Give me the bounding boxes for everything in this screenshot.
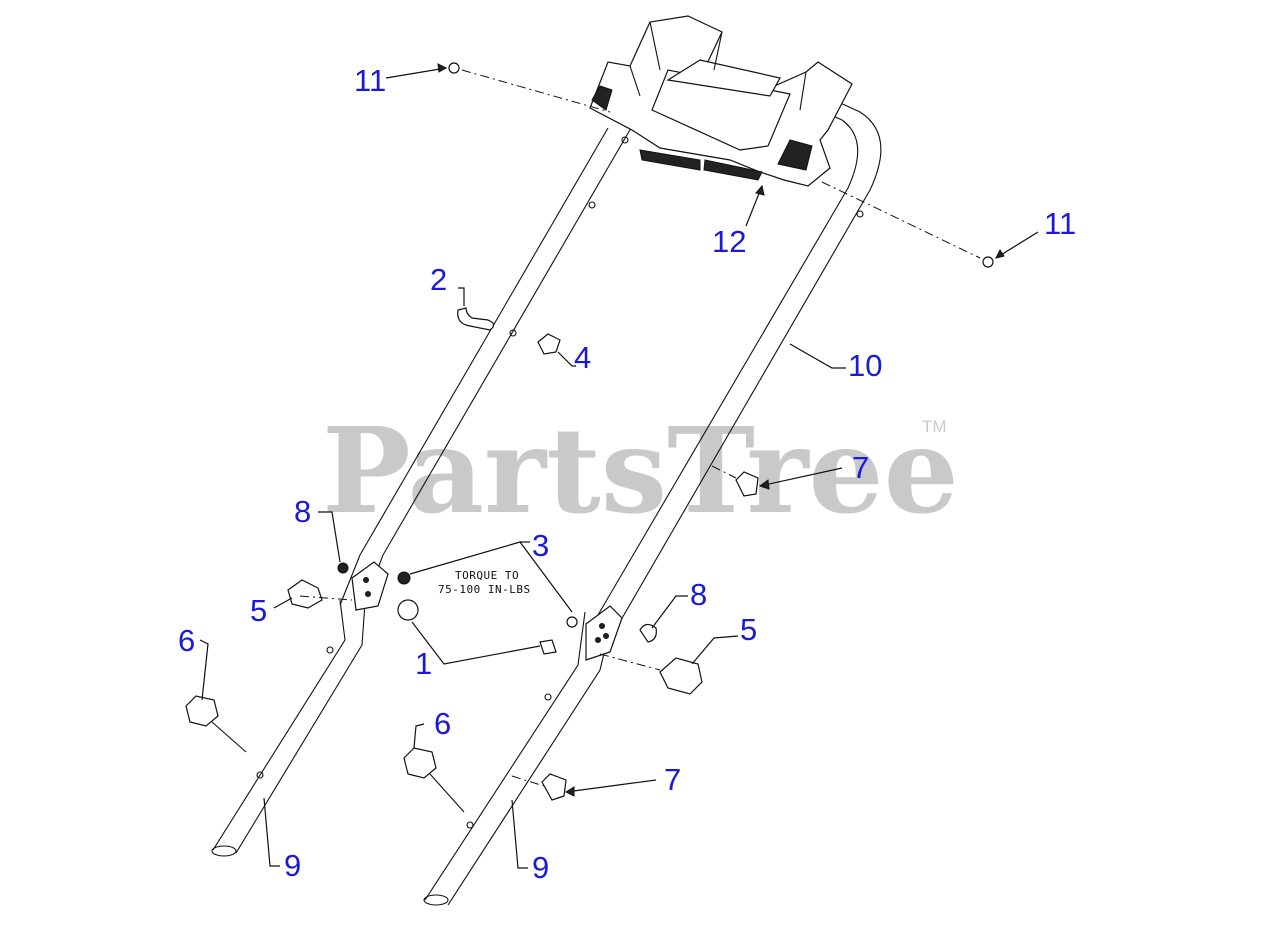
pin-2 (457, 287, 495, 331)
nut-3 (397, 541, 578, 628)
knob-5-right (659, 635, 739, 695)
callout-9-left: 9 (284, 848, 301, 883)
callout-10: 10 (848, 348, 882, 383)
bolt-1 (397, 599, 557, 665)
callout-6-left: 6 (178, 623, 195, 658)
nut-8-right (639, 595, 688, 643)
watermark: PartsTree TM (322, 401, 959, 540)
nut-8-left (318, 511, 349, 574)
leader-12 (745, 184, 765, 227)
callout-3: 3 (532, 528, 549, 563)
torque-note-line1: TORQUE TO (455, 569, 519, 582)
right-lower-tube (423, 611, 613, 906)
callout-7-upper: 7 (852, 450, 869, 485)
callout-2: 2 (430, 262, 447, 297)
torque-note: TORQUE TO 75-100 IN-LBS (438, 569, 531, 596)
watermark-trademark: TM (922, 417, 947, 436)
callout-11-top: 11 (354, 63, 386, 98)
control-panel-housing (589, 15, 853, 187)
leader-10 (789, 343, 846, 369)
bracket-plate-right (585, 605, 623, 661)
callout-9-right: 9 (532, 850, 549, 885)
callout-1: 1 (415, 646, 432, 681)
cable-clip-7-upper (735, 467, 843, 497)
callout-6-right: 6 (434, 706, 451, 741)
tube-holes (256, 136, 864, 829)
left-lower-tube (211, 599, 366, 857)
leader-9-left (263, 797, 280, 867)
knob-bolt-6-left (185, 639, 247, 753)
callout-8-right: 8 (690, 577, 707, 612)
cable-clip-7-lower (541, 773, 657, 801)
callout-4: 4 (574, 340, 591, 375)
torque-note-line2: 75-100 IN-LBS (438, 583, 531, 596)
bracket-plate-left (351, 561, 389, 611)
callout-5-left: 5 (250, 593, 267, 628)
callouts: 11 11 12 2 4 10 7 8 3 8 5 5 6 1 6 7 9 9 (178, 63, 1076, 885)
knob-bolt-6-right (403, 723, 465, 813)
callout-12: 12 (712, 224, 746, 259)
assembly-dashes (299, 69, 981, 787)
leader-9-right (511, 799, 528, 869)
watermark-text: PartsTree (322, 401, 959, 540)
screw-11-top (385, 62, 460, 79)
callout-7-lower: 7 (664, 762, 681, 797)
screw-11-right (982, 231, 1039, 268)
knob-5-left (273, 579, 323, 609)
callout-11-right: 11 (1044, 206, 1076, 241)
callout-8-left: 8 (294, 494, 311, 529)
callout-5-right: 5 (740, 612, 757, 647)
clip-4 (537, 333, 576, 367)
right-upper-tube (597, 79, 882, 621)
